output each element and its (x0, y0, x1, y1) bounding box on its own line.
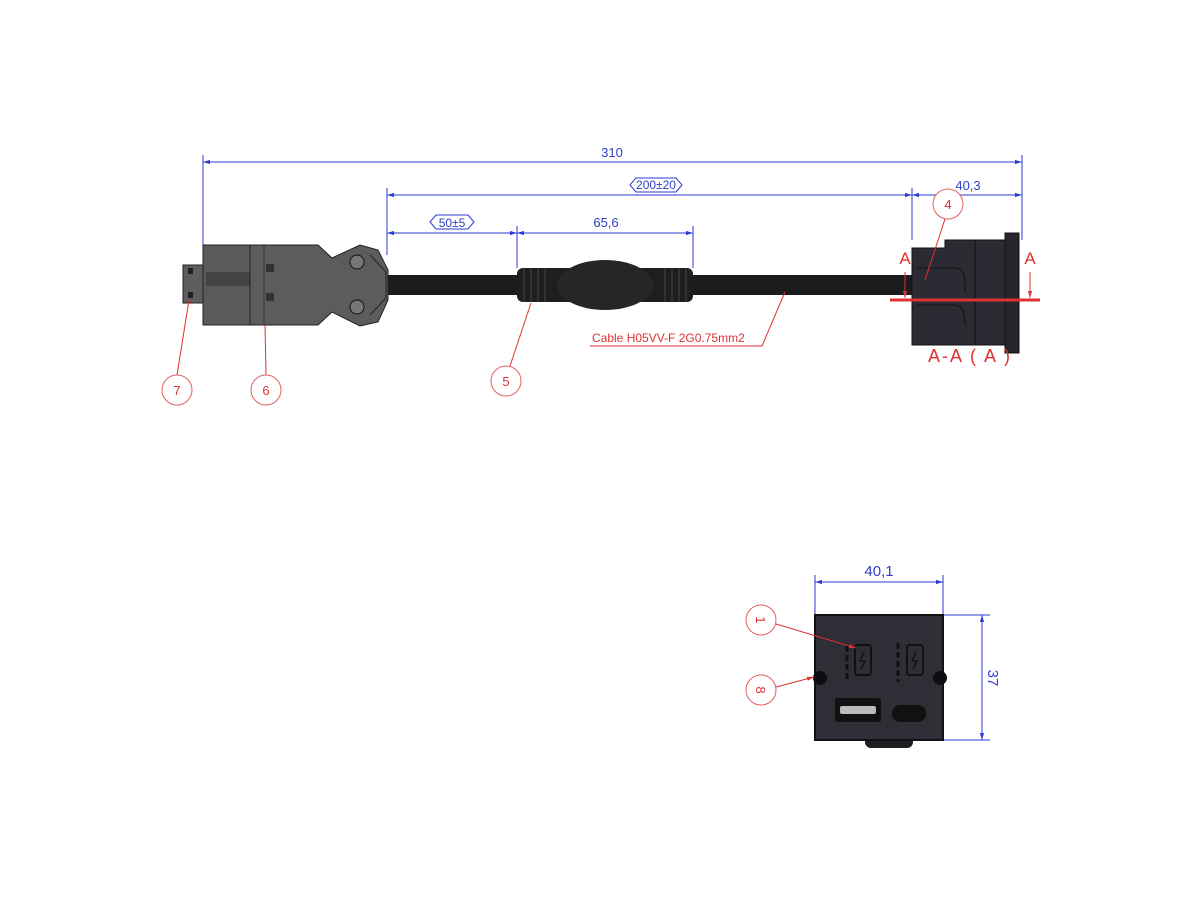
balloon-5: 5 (490, 302, 532, 397)
balloon-number: 4 (944, 197, 951, 212)
dimension-label: 310 (601, 145, 623, 160)
dimension-ferrule-length: 65,6 (517, 215, 693, 236)
section-marker: A (1024, 249, 1036, 268)
usb-a-port (835, 698, 881, 722)
balloon-7: 7 (161, 299, 193, 406)
balloon-4: 4 (924, 188, 964, 281)
section-title: A-A ( A ) (928, 346, 1012, 366)
dimension-front-height: 37 (979, 615, 1001, 740)
usb-c-port (892, 705, 926, 722)
battery-charge-icon (845, 644, 872, 682)
section-line: A A A-A ( A ) (890, 249, 1040, 366)
dimension-label: 40,1 (864, 563, 893, 580)
section-marker: A (899, 249, 911, 268)
dimension-front-width: 40,1 (815, 563, 943, 585)
battery-charge-icon (896, 643, 924, 682)
plug-connector (182, 244, 389, 327)
balloon-number: 5 (502, 374, 509, 389)
balloon-number: 8 (753, 686, 768, 693)
dimension-housing-length: 40,3 (912, 178, 1022, 198)
dimension-label: 65,6 (593, 215, 618, 230)
mounting-hole (933, 671, 947, 685)
dimension-label: 40,3 (955, 178, 980, 193)
socket-housing (911, 232, 1020, 354)
dimension-plug-to-ferrule: 50±5 (387, 214, 517, 236)
dimension-label: 50±5 (439, 216, 466, 230)
strain-relief-ferrule (517, 260, 693, 310)
balloon-number: 7 (173, 383, 180, 398)
balloon-number: 1 (753, 616, 768, 623)
balloon-6: 6 (250, 324, 282, 406)
cable-spec-callout: Cable H05VV-F 2G0.75mm2 (590, 291, 786, 347)
cable-spec-label: Cable H05VV-F 2G0.75mm2 (592, 331, 745, 345)
mounting-hole (813, 671, 827, 685)
dimension-overall-length: 310 (203, 145, 1022, 165)
dimension-label: 37 (984, 670, 1001, 687)
balloon-1: 1 (745, 604, 857, 649)
front-view-module (813, 614, 947, 748)
dimension-label: 200±20 (636, 178, 676, 192)
balloon-8: 8 (745, 674, 815, 706)
balloon-number: 6 (262, 383, 269, 398)
dimension-cable-length: 200±20 (387, 177, 912, 198)
